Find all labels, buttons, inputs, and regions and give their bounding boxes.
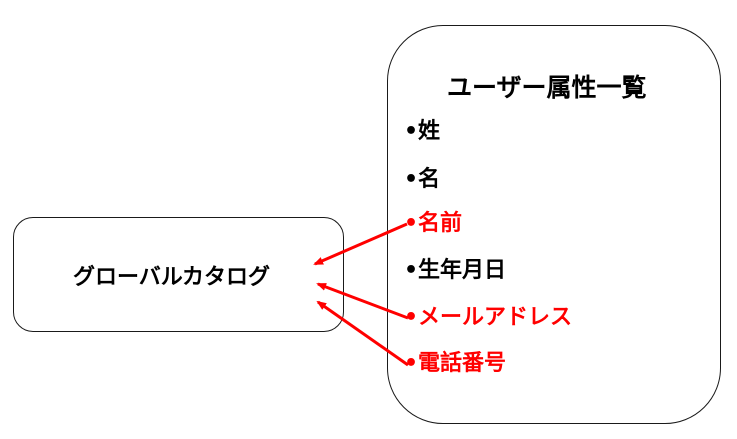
attribute-item-email: •メールアドレス [404,304,572,332]
attribute-item-phone: •電話番号 [404,350,506,378]
attribute-item-birthdate: •生年月日 [404,257,506,285]
attribute-item-given-name: •名 [404,166,440,194]
global-catalog-label: グローバルカタログ [72,264,271,290]
attribute-label: 姓 [418,119,441,144]
attribute-label: メールアドレス [418,305,573,330]
attribute-label: 生年月日 [418,258,507,283]
attribute-item-surname: •姓 [404,118,440,146]
global-catalog-box: グローバルカタログ [13,217,344,332]
bullet: • [404,119,419,144]
attribute-label: 名 [418,167,441,192]
bullet: • [404,258,419,283]
bullet: • [404,167,419,192]
bullet: • [404,351,419,376]
bullet: • [404,305,419,330]
user-attributes-title: ユーザー属性一覧 [447,73,647,102]
attribute-label: 電話番号 [418,351,507,376]
bullet: • [404,211,419,236]
attribute-item-name: •名前 [404,210,462,238]
attribute-label: 名前 [418,211,463,236]
